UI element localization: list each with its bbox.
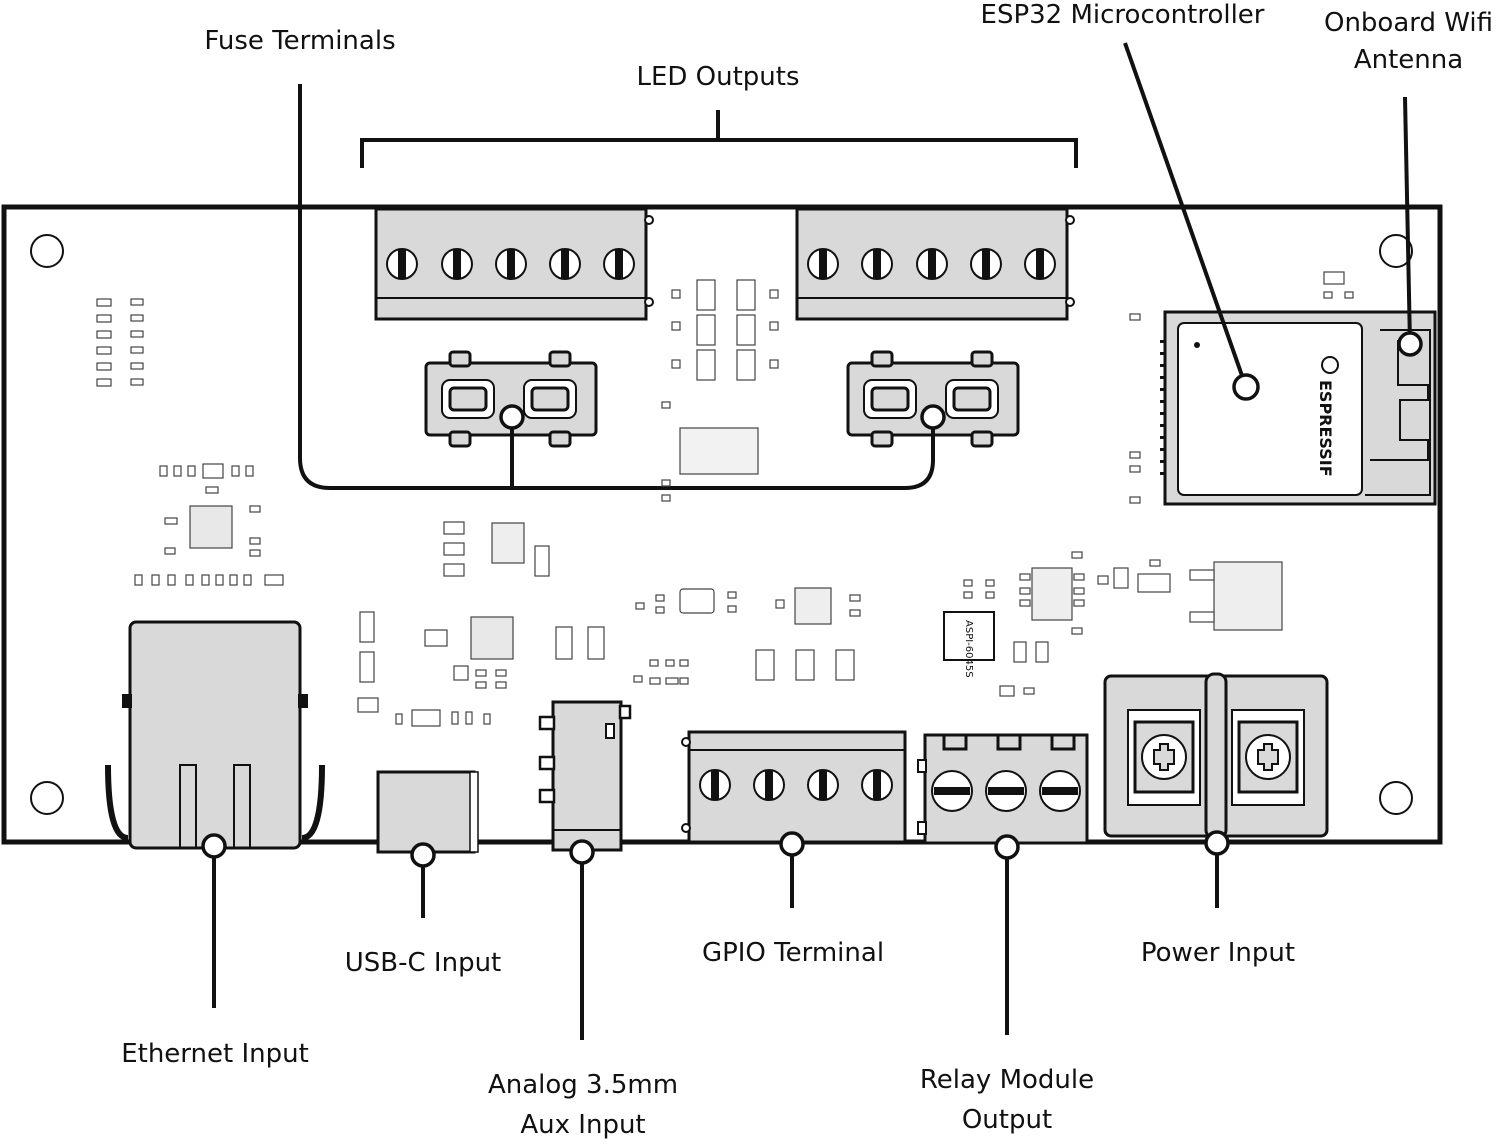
esp32-callout-line xyxy=(1123,42,1248,388)
led-outputs-label: LED Outputs xyxy=(636,62,800,92)
esp32-module: ESPRESSIF xyxy=(1160,310,1437,506)
smd-components: ASPI-6045S xyxy=(96,271,1354,727)
gpio-terminal-label: GPIO Terminal xyxy=(701,938,885,968)
led-terminal-block-left xyxy=(374,207,654,321)
led-outputs-bracket xyxy=(360,110,1078,168)
ethernet-jack xyxy=(105,620,325,850)
power-terminal-block xyxy=(1103,672,1329,840)
aux-jack xyxy=(538,700,632,852)
aux-input-label-line2: Aux Input xyxy=(520,1110,646,1140)
relay-output-label-line2: Output xyxy=(961,1105,1053,1135)
led-terminal-block-right xyxy=(795,207,1075,321)
fuse-terminals-label: Fuse Terminals xyxy=(204,26,396,56)
relay-terminal-block xyxy=(917,733,1089,845)
gpio-terminal-block xyxy=(681,730,907,844)
ethernet-input-label: Ethernet Input xyxy=(121,1039,309,1069)
wifi-antenna-label-line2: Antenna xyxy=(1353,45,1464,75)
wifi-antenna-label-line1: Onboard Wifi xyxy=(1323,8,1494,38)
aux-input-label-line1: Analog 3.5mm xyxy=(487,1070,679,1100)
power-input-label: Power Input xyxy=(1140,938,1296,968)
inductor-marking: ASPI-6045S xyxy=(963,620,974,678)
fuse-callout-line xyxy=(298,84,935,490)
mounting-holes xyxy=(30,234,1413,815)
fuse-holder-left xyxy=(424,350,598,448)
fuse-holder-right xyxy=(846,350,1020,448)
esp32-label: ESP32 Microcontroller xyxy=(980,0,1265,30)
usbc-input-label: USB-C Input xyxy=(344,948,502,978)
antenna-callout-line xyxy=(1403,96,1412,345)
usbc-connector xyxy=(376,770,479,854)
relay-output-label-line1: Relay Module xyxy=(919,1065,1095,1095)
module-brand-marking: ESPRESSIF xyxy=(1316,380,1335,477)
